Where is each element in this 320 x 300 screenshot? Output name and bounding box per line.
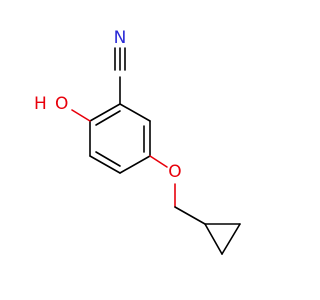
- bond-ring-to-ether-oxygen: [149, 155, 168, 168]
- ring-bond-c6-c1: [89, 103, 121, 122]
- nitrile-group: N: [114, 28, 127, 105]
- ether-oxygen-label: O: [168, 162, 181, 182]
- cyclopropyl-bond-2: [204, 223, 223, 255]
- hydroxyl-hydrogen-label: H: [34, 94, 47, 114]
- cyclopropylmethoxy-group: O: [149, 155, 241, 255]
- bond-ring-to-hydroxyl: [71, 109, 91, 122]
- ring-bond-c3-c4: [119, 155, 151, 174]
- ring-bond-c4-c5: [89, 155, 121, 174]
- benzene-ring: [89, 103, 151, 174]
- ring-bond-c1-c2: [119, 103, 151, 122]
- ring-double-bond-c4-c5: [95, 151, 121, 167]
- hydroxyl-oxygen-label: O: [55, 94, 68, 114]
- hydroxyl-group: H O: [34, 94, 91, 122]
- molecule-structure: N H O O: [34, 28, 241, 255]
- nitrogen-atom-label: N: [114, 28, 127, 48]
- bond-methylene-to-cyclopropyl: [174, 206, 206, 225]
- cyclopropyl-bond-3: [221, 223, 241, 255]
- ring-double-bond-c6-c1: [95, 110, 121, 126]
